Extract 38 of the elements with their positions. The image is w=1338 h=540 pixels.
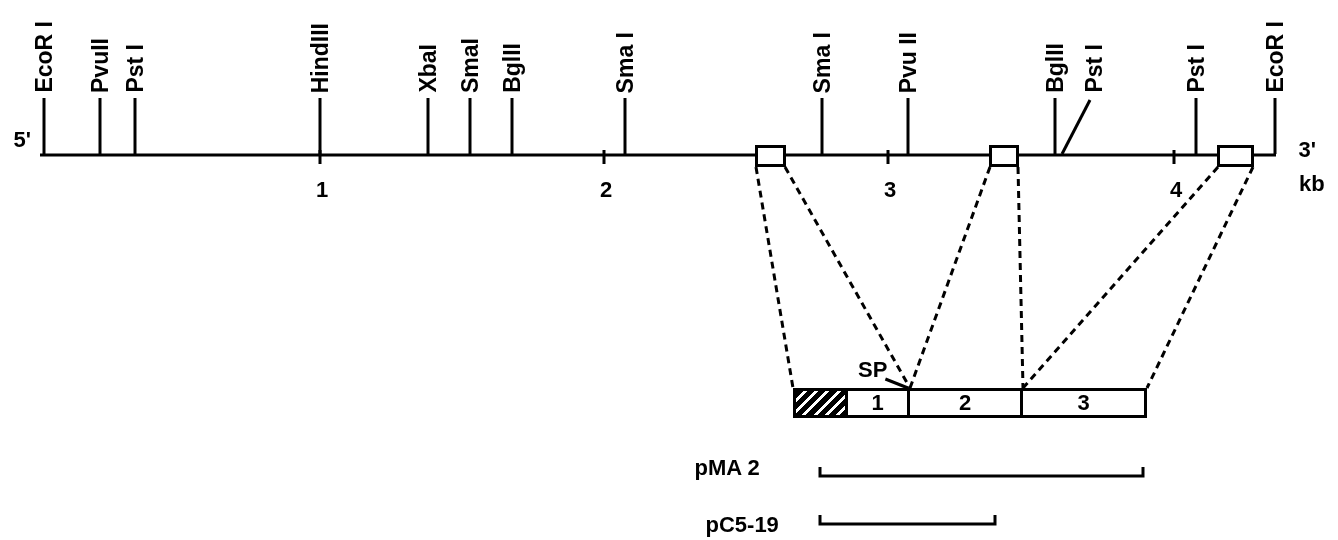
scale-number: 1 <box>316 179 329 201</box>
restriction-site-label: Pst I <box>1083 44 1105 93</box>
exon-segment: 1 <box>848 388 910 418</box>
scale-number: 4 <box>1170 179 1183 201</box>
restriction-site-label: SmaI <box>459 38 481 93</box>
exon-box <box>755 145 786 167</box>
restriction-site-label: Pst I <box>124 44 146 93</box>
scale-number: 3 <box>884 179 897 201</box>
exon-segment: 3 <box>1023 388 1147 418</box>
restriction-site-label: BglII <box>501 43 523 93</box>
dashed-connector <box>1145 166 1255 389</box>
dashed-connector <box>783 166 912 389</box>
hatched-segment <box>793 388 848 418</box>
end-label: 3' <box>1298 139 1316 161</box>
leader-line <box>884 377 909 390</box>
restriction-site-label: Sma I <box>811 32 833 94</box>
exon-box <box>989 145 1019 167</box>
exon-box <box>1217 145 1254 167</box>
restriction-site-label: BglII <box>1044 43 1066 93</box>
restriction-site-label: PvuII <box>89 38 111 93</box>
clone-label: pMA 2 <box>694 457 760 479</box>
dashed-connector <box>754 166 795 389</box>
exon-segment: 2 <box>910 388 1023 418</box>
unit-label: kb <box>1299 173 1325 195</box>
restriction-site-label: HindIII <box>309 23 331 94</box>
restriction-site-label: Sma I <box>614 32 636 94</box>
dashed-connector <box>1021 166 1220 389</box>
dashed-connector <box>1016 166 1025 389</box>
clone-label: pC5-19 <box>705 514 779 536</box>
restriction-site-label: Pvu II <box>897 32 919 94</box>
scale-number: 2 <box>600 179 613 201</box>
end-label: 5' <box>13 129 31 151</box>
annotation-label: SP <box>858 359 888 381</box>
restriction-site-label: Pst I <box>1185 44 1207 93</box>
restriction-site-label: EcoR I <box>33 21 55 93</box>
dashed-connector <box>908 166 992 389</box>
restriction-site-label: XbaI <box>417 44 439 93</box>
restriction-site-label: EcoR I <box>1264 21 1286 93</box>
